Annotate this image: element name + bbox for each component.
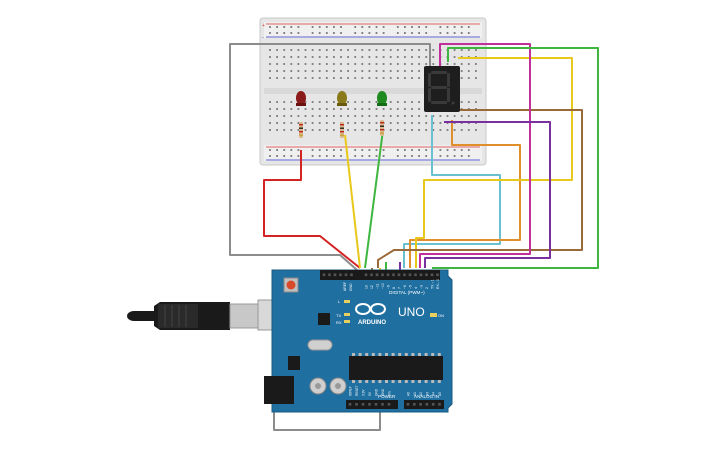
wire-yellow-led[interactable]	[344, 134, 361, 269]
power-pin-label: GND	[375, 388, 379, 396]
wire-cyan[interactable]	[403, 115, 501, 268]
crystal-oscillator	[307, 339, 333, 351]
digital-pin-label: ~10	[381, 283, 385, 289]
digital-pin-label: ~5	[409, 285, 413, 289]
digital-pin-label: 7	[398, 287, 402, 289]
digital-pin-label: 8	[392, 287, 396, 289]
on-led	[430, 313, 437, 317]
analog-pin-label: A3	[425, 392, 429, 396]
wire-orange[interactable]	[409, 120, 521, 268]
wire-green-led[interactable]	[364, 129, 384, 269]
power-pin-label: 3.3V	[362, 389, 366, 396]
power-pin-label: GND	[381, 388, 385, 396]
svg-text:ARDUINO: ARDUINO	[358, 320, 386, 326]
led-green[interactable]	[377, 91, 387, 106]
aref-label: AREF	[343, 282, 347, 291]
rail-minus-sign-top: -	[262, 35, 264, 41]
display-segments	[428, 71, 455, 105]
analog-pin-label: A0	[407, 392, 411, 396]
on-label: ON	[438, 313, 444, 318]
usb-cable	[127, 299, 299, 331]
digital-pin-label: ~6	[403, 285, 407, 289]
gnd-label: GND	[349, 283, 353, 291]
wires	[229, 43, 599, 431]
resistor-1[interactable]	[299, 122, 303, 138]
wire-purple[interactable]	[424, 121, 551, 268]
arduino-logo: ARDUINO	[355, 303, 386, 326]
reset-button[interactable]	[283, 277, 299, 293]
arduino-uno-board: ARDUINO UNO DIGITAL (PWM~) POWER ANALOG …	[264, 269, 453, 413]
digital-pin-label: 2	[425, 287, 429, 289]
l-label: L	[338, 299, 341, 304]
l-led	[344, 300, 350, 303]
svg-text:+: +	[262, 23, 265, 29]
analog-pin-label: A1	[413, 392, 417, 396]
digital-label: DIGITAL (PWM~)	[389, 290, 425, 295]
wire-red[interactable]	[263, 150, 361, 269]
capacitor-2	[329, 377, 347, 395]
tx-led	[344, 313, 350, 316]
wire-brown[interactable]	[377, 109, 583, 268]
digital-pin-label: ~3	[420, 285, 424, 289]
power-pin-label: IOREF	[349, 386, 353, 396]
digital-pin-label: 4	[414, 287, 418, 289]
rx-label: RX	[336, 320, 342, 325]
analog-label: ANALOG IN	[414, 394, 439, 399]
digital-pin-label: TX→1	[431, 279, 435, 289]
analog-pin-label: A2	[419, 392, 423, 396]
rail-plus-sign-top: +	[262, 23, 265, 29]
seven-segment-display[interactable]	[424, 66, 460, 112]
digital-pin-label: 13	[365, 285, 369, 289]
digital-pin-label: ~11	[376, 283, 380, 289]
power-pin-label: RESET	[355, 385, 359, 396]
analog-pin-label: A4	[432, 392, 436, 396]
voltage-regulator	[288, 356, 300, 370]
wire-green-long[interactable]	[432, 47, 599, 269]
digital-pin-label: RX←0	[436, 279, 440, 289]
resistor-3[interactable]	[380, 120, 384, 136]
atmega-chip	[349, 353, 443, 383]
power-pin-label: Vin	[388, 391, 392, 396]
power-label: POWER	[378, 394, 396, 399]
model-label: UNO	[398, 305, 425, 319]
wire-yellow-long[interactable]	[415, 57, 573, 268]
digital-pin-label: ~9	[387, 285, 391, 289]
usb-chip	[318, 313, 330, 325]
led-yellow[interactable]	[337, 91, 347, 106]
digital-pin-label: 12	[370, 285, 374, 289]
dc-power-jack	[264, 376, 294, 404]
rx-led	[344, 320, 350, 323]
capacitor-1	[309, 377, 327, 395]
tx-label: TX	[336, 313, 341, 318]
wire-gray-gnd[interactable]	[229, 43, 431, 271]
digital-header[interactable]	[320, 270, 440, 280]
wire-magenta[interactable]	[419, 43, 531, 268]
led-red[interactable]	[296, 91, 306, 106]
resistor-2[interactable]	[340, 122, 344, 138]
analog-header[interactable]	[404, 400, 444, 409]
power-header[interactable]	[346, 400, 398, 409]
power-pin-label: 5V	[368, 391, 372, 396]
svg-text:-: -	[262, 35, 264, 41]
analog-pin-label: A5	[438, 392, 442, 396]
